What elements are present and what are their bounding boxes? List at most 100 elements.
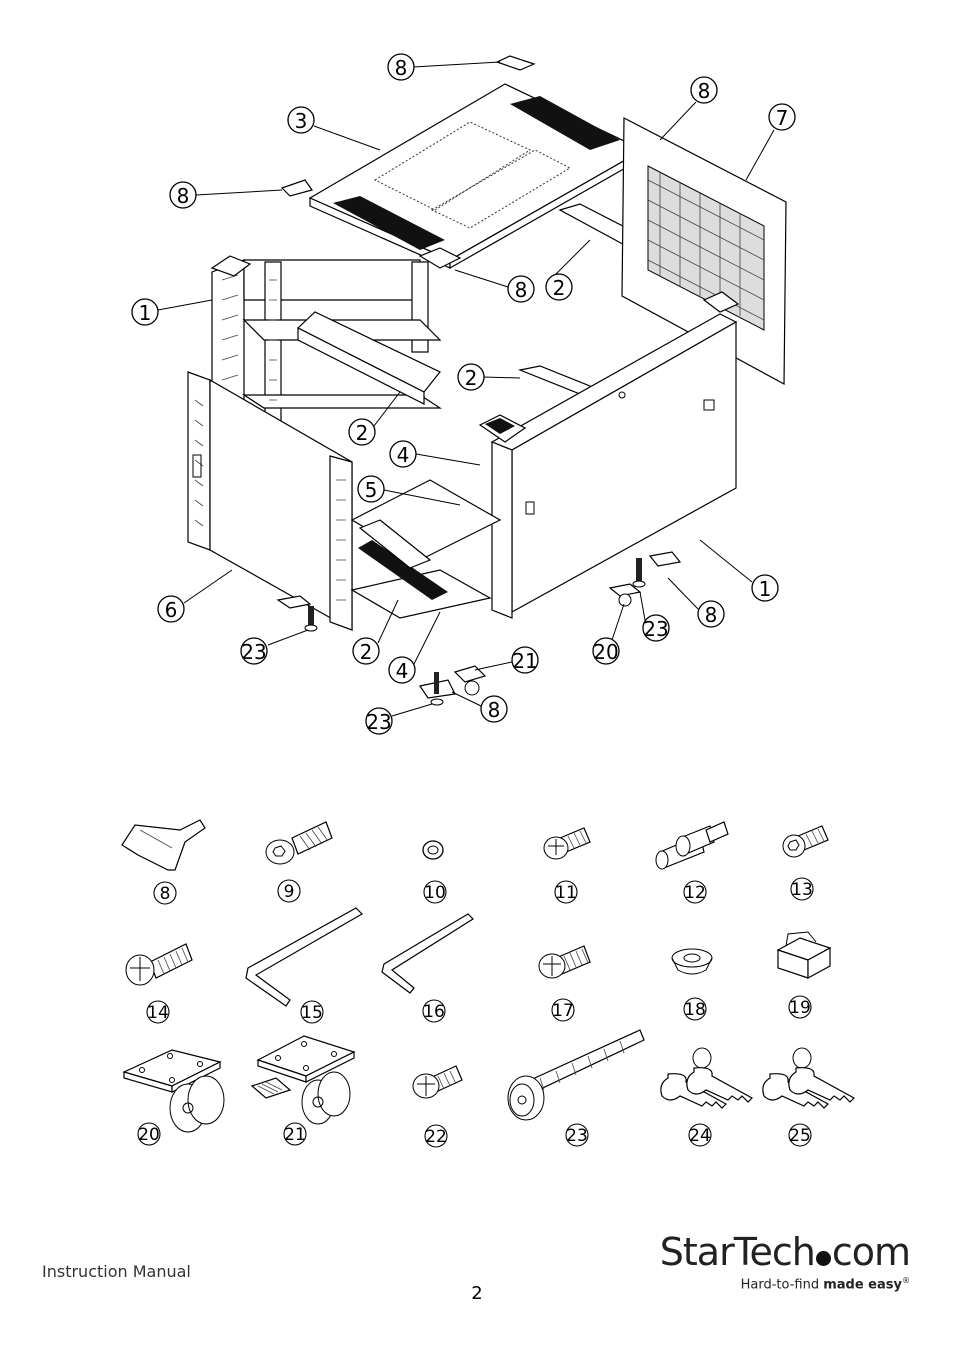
- part-label-number: 15: [301, 1003, 323, 1023]
- part-label: 15: [300, 1000, 324, 1024]
- callout-circle: [592, 637, 620, 665]
- keys-icon: [762, 1047, 855, 1109]
- part-label-number: 14: [147, 1003, 169, 1023]
- part-label-circle: [551, 998, 575, 1022]
- callout-number: 3: [295, 109, 308, 133]
- callout-number: 2: [356, 421, 369, 445]
- part-label: 23: [565, 1123, 589, 1147]
- callout: 8: [387, 53, 415, 81]
- part-label: 20: [137, 1122, 161, 1146]
- callout: 8: [169, 181, 197, 209]
- callout-circle: [240, 637, 268, 665]
- button-screw-icon: [782, 825, 829, 858]
- callout-number: 6: [165, 598, 178, 622]
- callout: 23: [365, 707, 393, 735]
- part-label: 13: [790, 877, 814, 901]
- socket-screw-icon: [265, 821, 333, 865]
- callout: 5: [357, 475, 385, 503]
- part-label-number: 19: [789, 998, 811, 1018]
- callout-circle: [697, 600, 725, 628]
- part-label: 10: [423, 880, 447, 904]
- callout: 6: [157, 595, 185, 623]
- part-label: 21: [283, 1122, 307, 1146]
- caster-brake-icon: [250, 1035, 356, 1125]
- callout-circle: [507, 275, 535, 303]
- callout-number: 8: [395, 56, 408, 80]
- callout: 8: [480, 695, 508, 723]
- phillips-screw-icon: [125, 943, 193, 986]
- part-label: 19: [788, 995, 812, 1019]
- page-number: 2: [471, 1283, 483, 1304]
- phillips-screw-icon: [412, 1065, 463, 1099]
- keys-icon: [660, 1047, 753, 1109]
- part-label: 12: [683, 880, 707, 904]
- callout: 8: [507, 275, 535, 303]
- caster-icon: [122, 1049, 225, 1133]
- cabinet-drawing: [187, 55, 787, 706]
- part-label-number: 13: [791, 880, 813, 900]
- manual-title: Instruction Manual: [42, 1262, 191, 1281]
- callout-number: 2: [465, 366, 478, 390]
- pin-icon: [655, 821, 729, 870]
- part-label-circle: [688, 1123, 712, 1147]
- part-label-number: 18: [684, 1000, 706, 1020]
- callout-circle: [352, 637, 380, 665]
- part-label-circle: [683, 997, 707, 1021]
- phillips-screw-icon: [538, 945, 591, 979]
- callout-circle: [480, 695, 508, 723]
- callout-circle: [511, 646, 539, 674]
- callout: 1: [751, 574, 779, 602]
- part-label-circle: [146, 1000, 170, 1024]
- callout-number: 4: [396, 659, 409, 683]
- callout-circle: [389, 440, 417, 468]
- part-label-number: 23: [566, 1126, 588, 1146]
- callout-circle: [768, 103, 796, 131]
- part-label: 9: [277, 879, 301, 903]
- leveling-foot-icon: [507, 1029, 645, 1121]
- part-label: 25: [788, 1123, 812, 1147]
- logo-dot-icon: [815, 1251, 831, 1266]
- part-label-number: 17: [552, 1001, 574, 1021]
- callout-circle: [690, 76, 718, 104]
- part-label-circle: [137, 1122, 161, 1146]
- tagline-bold: made easy: [823, 1277, 902, 1293]
- part-label-circle: [565, 1123, 589, 1147]
- part-label-number: 16: [423, 1002, 445, 1022]
- callout: 3: [287, 106, 315, 134]
- part-label: 22: [424, 1124, 448, 1148]
- callout: 4: [388, 656, 416, 684]
- cup-washer-icon: [671, 948, 713, 975]
- part-label-circle: [423, 880, 447, 904]
- callout-number: 21: [512, 649, 537, 673]
- hex-key-icon: [245, 907, 363, 1007]
- part-label-number: 24: [689, 1126, 711, 1146]
- part-label: 14: [146, 1000, 170, 1024]
- part-label-circle: [683, 880, 707, 904]
- part-label-number: 21: [284, 1125, 306, 1145]
- callout-number: 1: [759, 577, 772, 601]
- callout-number: 1: [139, 301, 152, 325]
- part-label-number: 22: [425, 1127, 447, 1147]
- part-label-number: 9: [284, 882, 295, 902]
- part-label-circle: [788, 995, 812, 1019]
- callout: 2: [545, 273, 573, 301]
- logo-tagline: Hard-to-find made easy®: [660, 1276, 910, 1292]
- part-label-circle: [554, 880, 578, 904]
- phillips-screw-icon: [543, 827, 591, 860]
- part-label-number: 11: [555, 883, 577, 903]
- part-label-number: 20: [138, 1125, 160, 1145]
- callout: 8: [697, 600, 725, 628]
- logo-domain: com: [831, 1230, 911, 1274]
- callout-number: 8: [698, 79, 711, 103]
- callout-number: 4: [397, 443, 410, 467]
- callout-circle: [357, 475, 385, 503]
- callout: 23: [240, 637, 268, 665]
- callout-number: 23: [366, 710, 391, 734]
- part-label: 16: [422, 999, 446, 1023]
- callout-number: 20: [593, 640, 618, 664]
- callout-circle: [388, 656, 416, 684]
- part-label-circle: [277, 879, 301, 903]
- callout-circle: [365, 707, 393, 735]
- callout: 20: [592, 637, 620, 665]
